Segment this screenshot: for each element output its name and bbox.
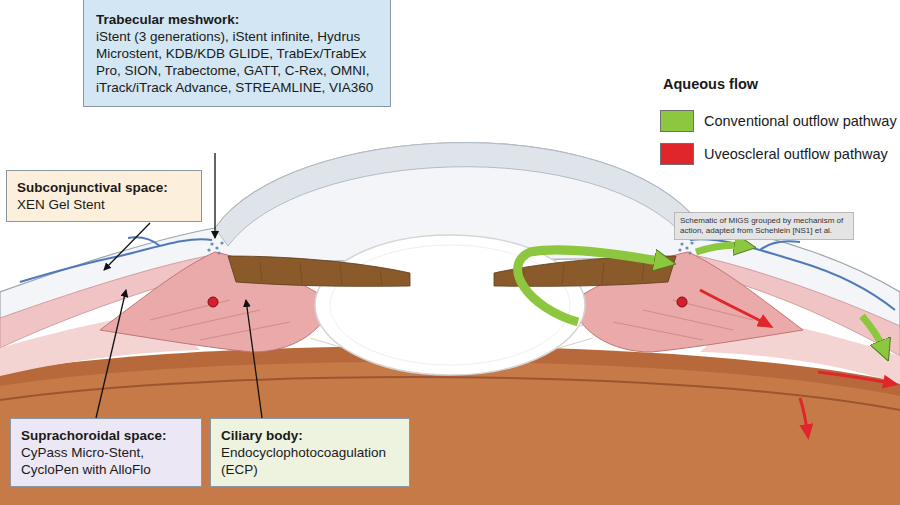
box-heading: Ciliary body: — [221, 427, 401, 444]
box-text: CyPass Micro-Stent, CycloPen with AlloFl… — [21, 444, 193, 478]
legend-row: Uveoscleral outflow pathway — [660, 143, 888, 165]
category-box: Suprachoroidal space:CyPass Micro-Stent,… — [10, 418, 202, 487]
legend-text: Conventional outflow pathway — [704, 113, 897, 129]
category-box: Ciliary body:Endocyclophotocoagulation (… — [210, 418, 410, 487]
legend-swatch — [660, 110, 694, 132]
box-heading: Subconjunctival space: — [17, 179, 193, 196]
legend-row: Conventional outflow pathway — [660, 110, 897, 132]
legend-title: Aqueous flow — [663, 76, 758, 92]
category-box: Trabecular meshwork:iStent (3 generation… — [83, 0, 391, 107]
box-text: iStent (3 generations), iStent infinite,… — [96, 28, 380, 96]
box-text: XEN Gel Stent — [17, 196, 193, 213]
legend-swatch — [660, 143, 694, 165]
category-box: Subconjunctival space:XEN Gel Stent — [6, 170, 202, 222]
box-text: Endocyclophotocoagulation (ECP) — [221, 444, 401, 478]
legend-text: Uveoscleral outflow pathway — [704, 146, 888, 162]
box-text: Schematic of MIGS grouped by mechanism o… — [680, 216, 848, 236]
box-heading: Suprachoroidal space: — [21, 427, 193, 444]
note-box: Schematic of MIGS grouped by mechanism o… — [674, 212, 854, 240]
box-heading: Trabecular meshwork: — [96, 11, 380, 28]
